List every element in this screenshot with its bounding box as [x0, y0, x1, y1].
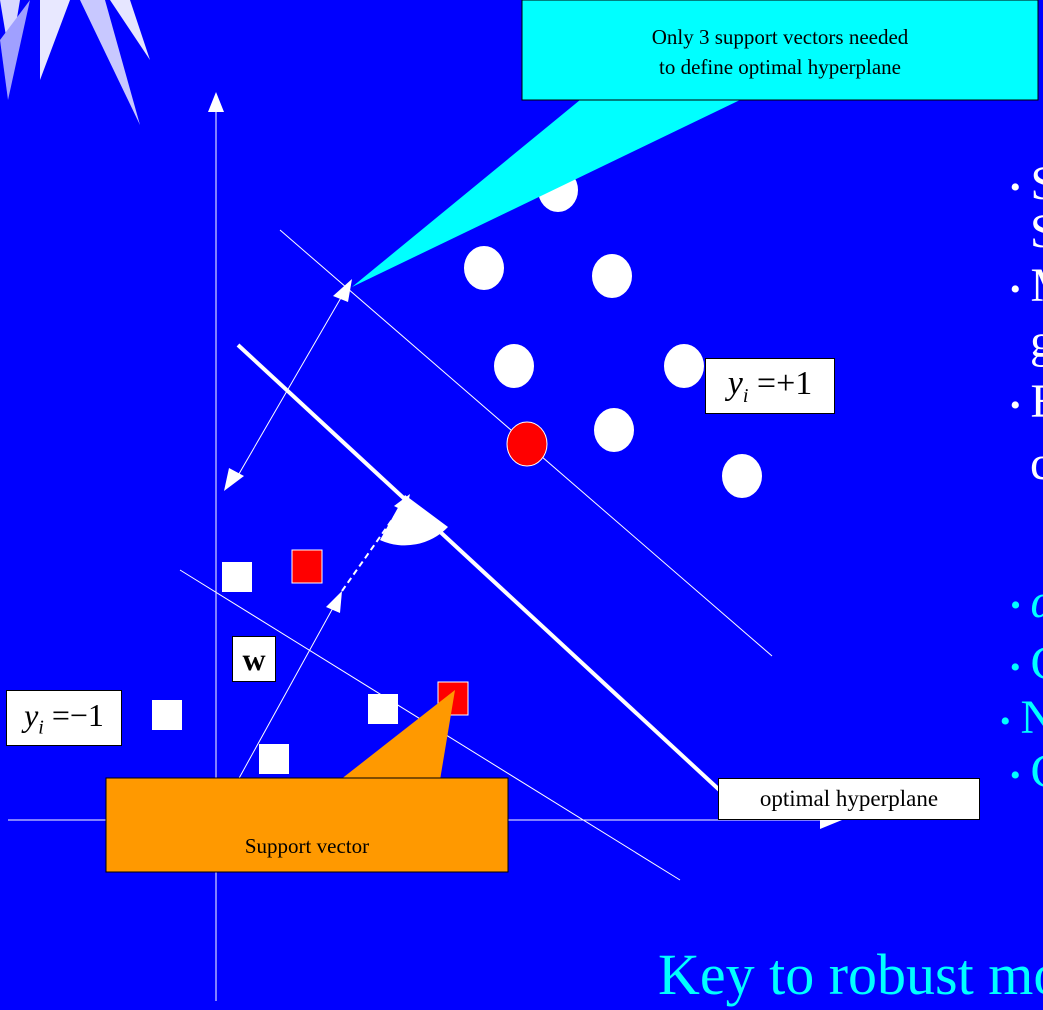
bullet-n: •N [1000, 694, 1043, 746]
w-text: w [242, 640, 266, 677]
label-optimal-hyperplane: optimal hyperplane [718, 778, 980, 820]
angle-arc [380, 495, 448, 546]
callout-top-line2: to define optimal hyperplane [658, 55, 901, 79]
bullet-m: •M [1010, 262, 1043, 314]
projection-arrowhead-icon [394, 494, 410, 512]
bullet-g-text: g [1030, 315, 1043, 368]
bullet-alpha-text: α [1031, 575, 1043, 628]
label-w: w [232, 636, 276, 682]
bullet-c1-text: C [1031, 637, 1043, 690]
negative-point [222, 562, 252, 592]
y-axis-arrow-icon [208, 92, 224, 112]
w-vector-arrowhead-icon [326, 591, 342, 613]
y-value: =+1 [748, 364, 813, 402]
positive-point [664, 344, 704, 388]
bullet-g: g [1030, 318, 1043, 366]
callout-top-box [521, 0, 1039, 101]
bullet-m-text: M [1031, 259, 1043, 312]
bullet-s-text: S [1031, 157, 1043, 210]
bullet-s2-text: S [1030, 205, 1043, 258]
optimal-hyperplane-text: optimal hyperplane [759, 786, 939, 811]
y-sub: i [38, 716, 44, 739]
positive-point [592, 254, 632, 298]
positive-point [464, 246, 504, 290]
negative-support-vector [291, 549, 323, 584]
optimal-hyperplane-line [236, 343, 729, 799]
callout-top-text: Only 3 support vectors needed to define … [522, 22, 1038, 82]
callout-bottom-pointer [340, 690, 455, 780]
bullet-n-text: N [1020, 691, 1043, 744]
w-projection-dashed [341, 496, 409, 592]
positive-point [494, 344, 534, 388]
bullet-c-text: c [1030, 437, 1043, 490]
margin-width-arrow [235, 295, 343, 480]
label-y-positive: yi =+1 [705, 358, 835, 414]
footer-text: Key to robust mod [658, 942, 1043, 1007]
margin-arrowhead-top-icon [333, 279, 352, 302]
label-y-negative: yi =−1 [6, 690, 122, 746]
bullet-c1: •C [1010, 640, 1043, 692]
starburst-icon [0, 0, 150, 125]
callout-top-line1: Only 3 support vectors needed [651, 25, 909, 49]
y-value: =−1 [43, 696, 104, 733]
bullet-e-text: E [1031, 375, 1043, 428]
callout-bottom-box [105, 777, 509, 873]
negative-point [259, 744, 289, 774]
y-var: y [24, 696, 39, 733]
margin-arrowhead-bottom-icon [224, 468, 244, 491]
bullet-e: •E [1010, 378, 1043, 430]
positive-class-points [464, 168, 762, 498]
positive-point [722, 454, 762, 498]
y-sub: i [742, 384, 749, 407]
positive-point [594, 408, 634, 452]
bullet-c2-text: C [1031, 745, 1043, 798]
callout-bottom-text: Support vector [244, 834, 370, 858]
y-var: y [727, 364, 743, 402]
positive-support-vector [506, 421, 548, 467]
negative-point [152, 700, 182, 730]
bullet-s2: S [1030, 208, 1043, 256]
bullet-alpha: •α [1010, 578, 1043, 630]
negative-point [368, 694, 398, 724]
callout-top-pointer [352, 100, 740, 287]
negative-class-points [152, 549, 469, 774]
bullet-c: c [1030, 440, 1043, 488]
bullet-c2: •C [1010, 748, 1043, 800]
bullet-s: •S [1010, 160, 1043, 212]
